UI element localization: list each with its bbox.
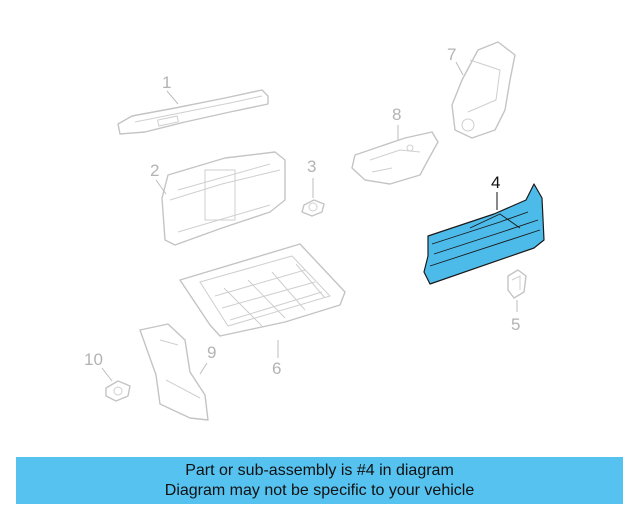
callout-8: 8 — [392, 105, 401, 124]
part-1-rear-shelf[interactable] — [117, 89, 269, 135]
part-6-trunk-mat[interactable] — [179, 243, 346, 337]
parts-diagram: 1 2 3 6 7 8 4 — [84, 41, 545, 421]
leader-10 — [101, 367, 113, 382]
info-banner: Part or sub-assembly is #4 in diagram Di… — [16, 457, 623, 504]
callout-7: 7 — [447, 45, 456, 64]
callout-6: 6 — [272, 359, 281, 378]
part-9-quarter-trim[interactable] — [139, 323, 209, 421]
callout-4: 4 — [491, 173, 500, 192]
callout-10: 10 — [84, 350, 103, 369]
part-3-clip[interactable] — [301, 199, 325, 217]
part-10-screw[interactable] — [105, 380, 131, 402]
callout-9: 9 — [207, 343, 216, 362]
banner-line-2: Diagram may not be specific to your vehi… — [164, 481, 475, 499]
leader-2 — [155, 179, 167, 195]
part-8-bracket[interactable] — [351, 131, 439, 185]
callout-5: 5 — [511, 315, 520, 334]
callout-1: 1 — [162, 73, 171, 92]
part-5-grommet[interactable] — [507, 269, 527, 299]
leader-1 — [166, 90, 179, 105]
callout-3: 3 — [307, 157, 316, 176]
leader-7 — [455, 61, 464, 76]
callout-2: 2 — [150, 161, 159, 180]
part-7-side-trim[interactable] — [451, 41, 516, 139]
part-2-seatback-panel[interactable] — [161, 151, 286, 246]
banner-line-1: Part or sub-assembly is #4 in diagram — [185, 461, 454, 479]
part-4-sill-plate-highlighted[interactable] — [423, 183, 545, 285]
leader-9 — [199, 362, 208, 375]
